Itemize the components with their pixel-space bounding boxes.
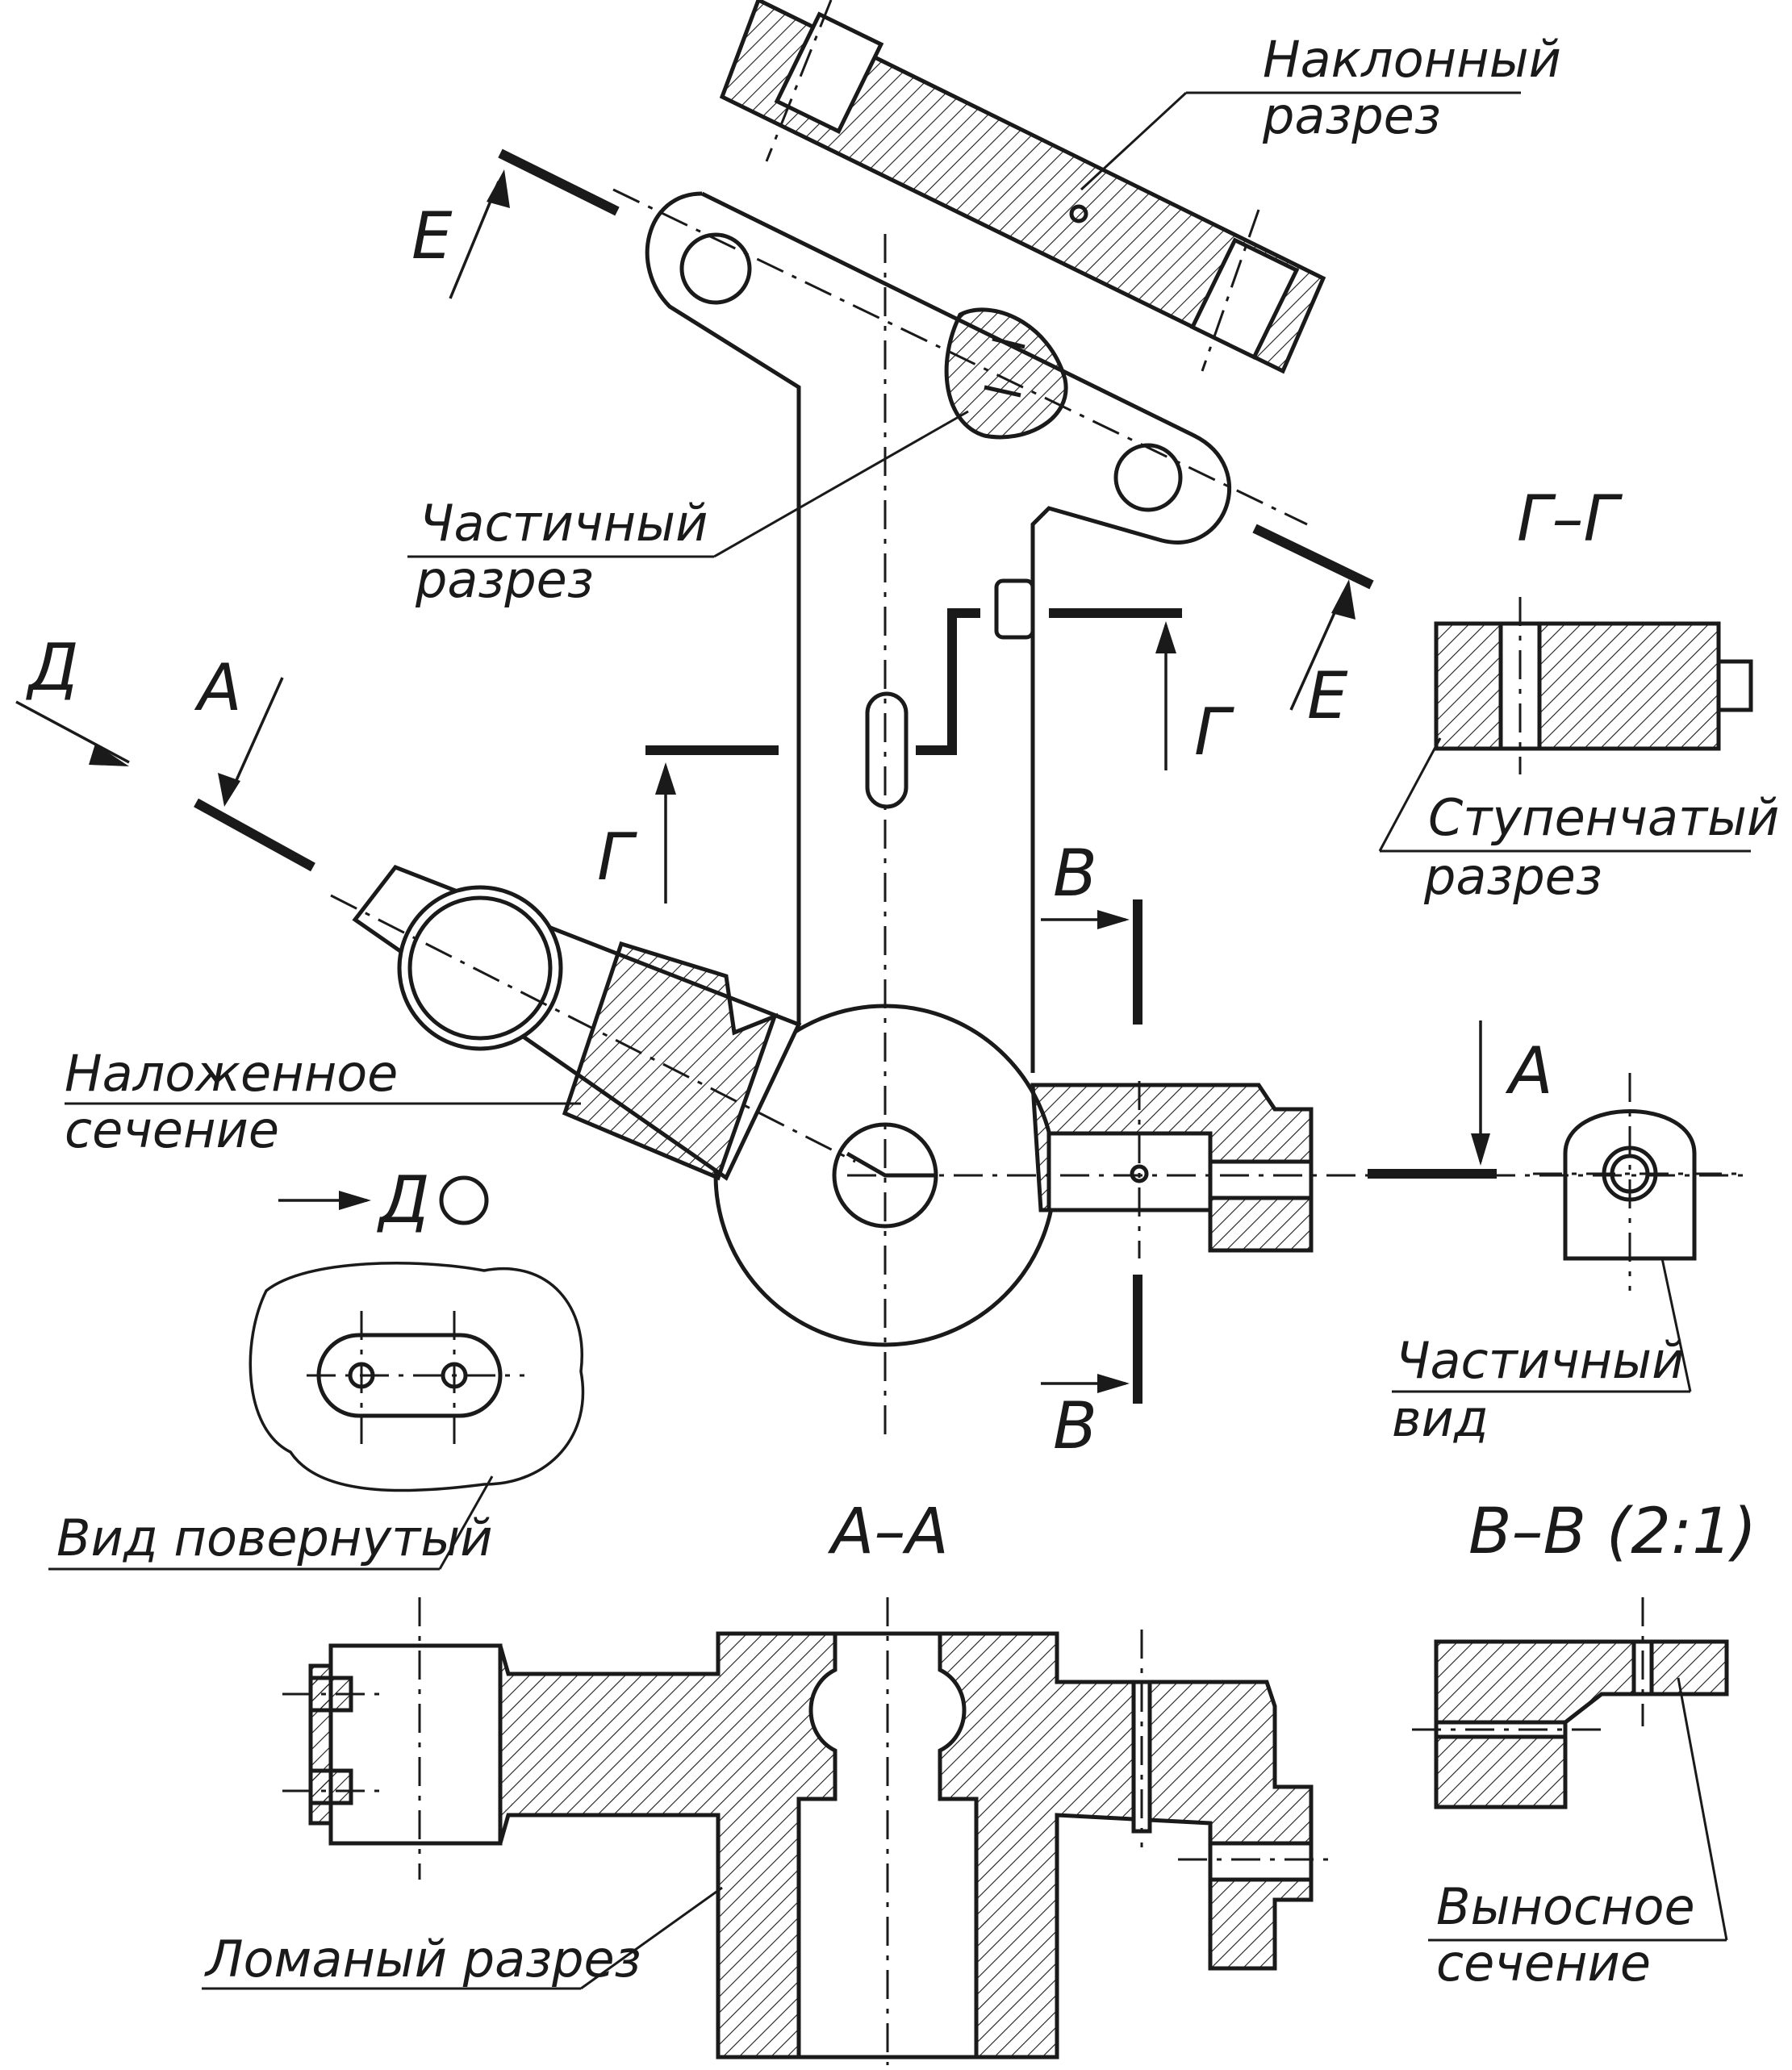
labels: Наклонный разрез Частичный разрез Ступен… (26, 30, 1779, 1993)
removed-section-label-1: Выносное (1436, 1877, 1695, 1936)
section-v-v (1412, 1597, 1729, 1942)
cut-letter-g-right: Г (1194, 695, 1234, 770)
partial-section-label-2: разрез (415, 550, 594, 609)
stepped-section-label-1: Ступенчатый (1428, 788, 1779, 847)
superimposed-section-label-2: сечение (65, 1100, 279, 1159)
cut-letter-g-left: Г (597, 820, 637, 895)
lever-body (330, 188, 1743, 1436)
cut-letter-a-right: А (1505, 1033, 1553, 1108)
label-leaders (65, 91, 1521, 1105)
partial-section-label-1: Частичный (420, 494, 708, 553)
superimposed-section-label-1: Наложенное (65, 1044, 398, 1103)
section-title-a-a: А–А (827, 1496, 949, 1568)
stepped-section-label-2: разрез (1423, 847, 1602, 906)
rotated-view (48, 1262, 585, 1571)
cut-letter-v-bottom: В (1053, 1388, 1097, 1463)
inclined-section-view (719, 0, 1326, 374)
section-g-g (1378, 597, 1753, 853)
section-a-a (202, 1597, 1331, 2065)
inclined-section-label-1: Наклонный (1263, 30, 1561, 89)
partial-view-label-2: вид (1392, 1389, 1489, 1448)
view-letter-d: Д (377, 1162, 430, 1237)
cut-letter-a-left: А (194, 650, 242, 725)
partial-view-label-1: Частичный (1396, 1331, 1684, 1390)
cut-letter-e-top: Е (411, 198, 453, 273)
partial-view (1392, 1073, 1743, 1393)
rotated-view-label: Вид повернутый (56, 1509, 493, 1567)
cut-letter-e-right: Е (1307, 658, 1348, 733)
cut-letter-d: Д (26, 630, 79, 705)
broken-section-label: Ломаный разрез (204, 1930, 641, 1989)
removed-section-label-2: сечение (1436, 1934, 1651, 1993)
section-title-g-g: Г–Г (1517, 483, 1623, 556)
cutting-planes (15, 148, 1497, 1404)
cut-letter-v-top: В (1053, 836, 1097, 911)
section-title-v-v: В–В (2:1) (1468, 1496, 1756, 1568)
inclined-section-label-2: разрез (1262, 86, 1441, 145)
